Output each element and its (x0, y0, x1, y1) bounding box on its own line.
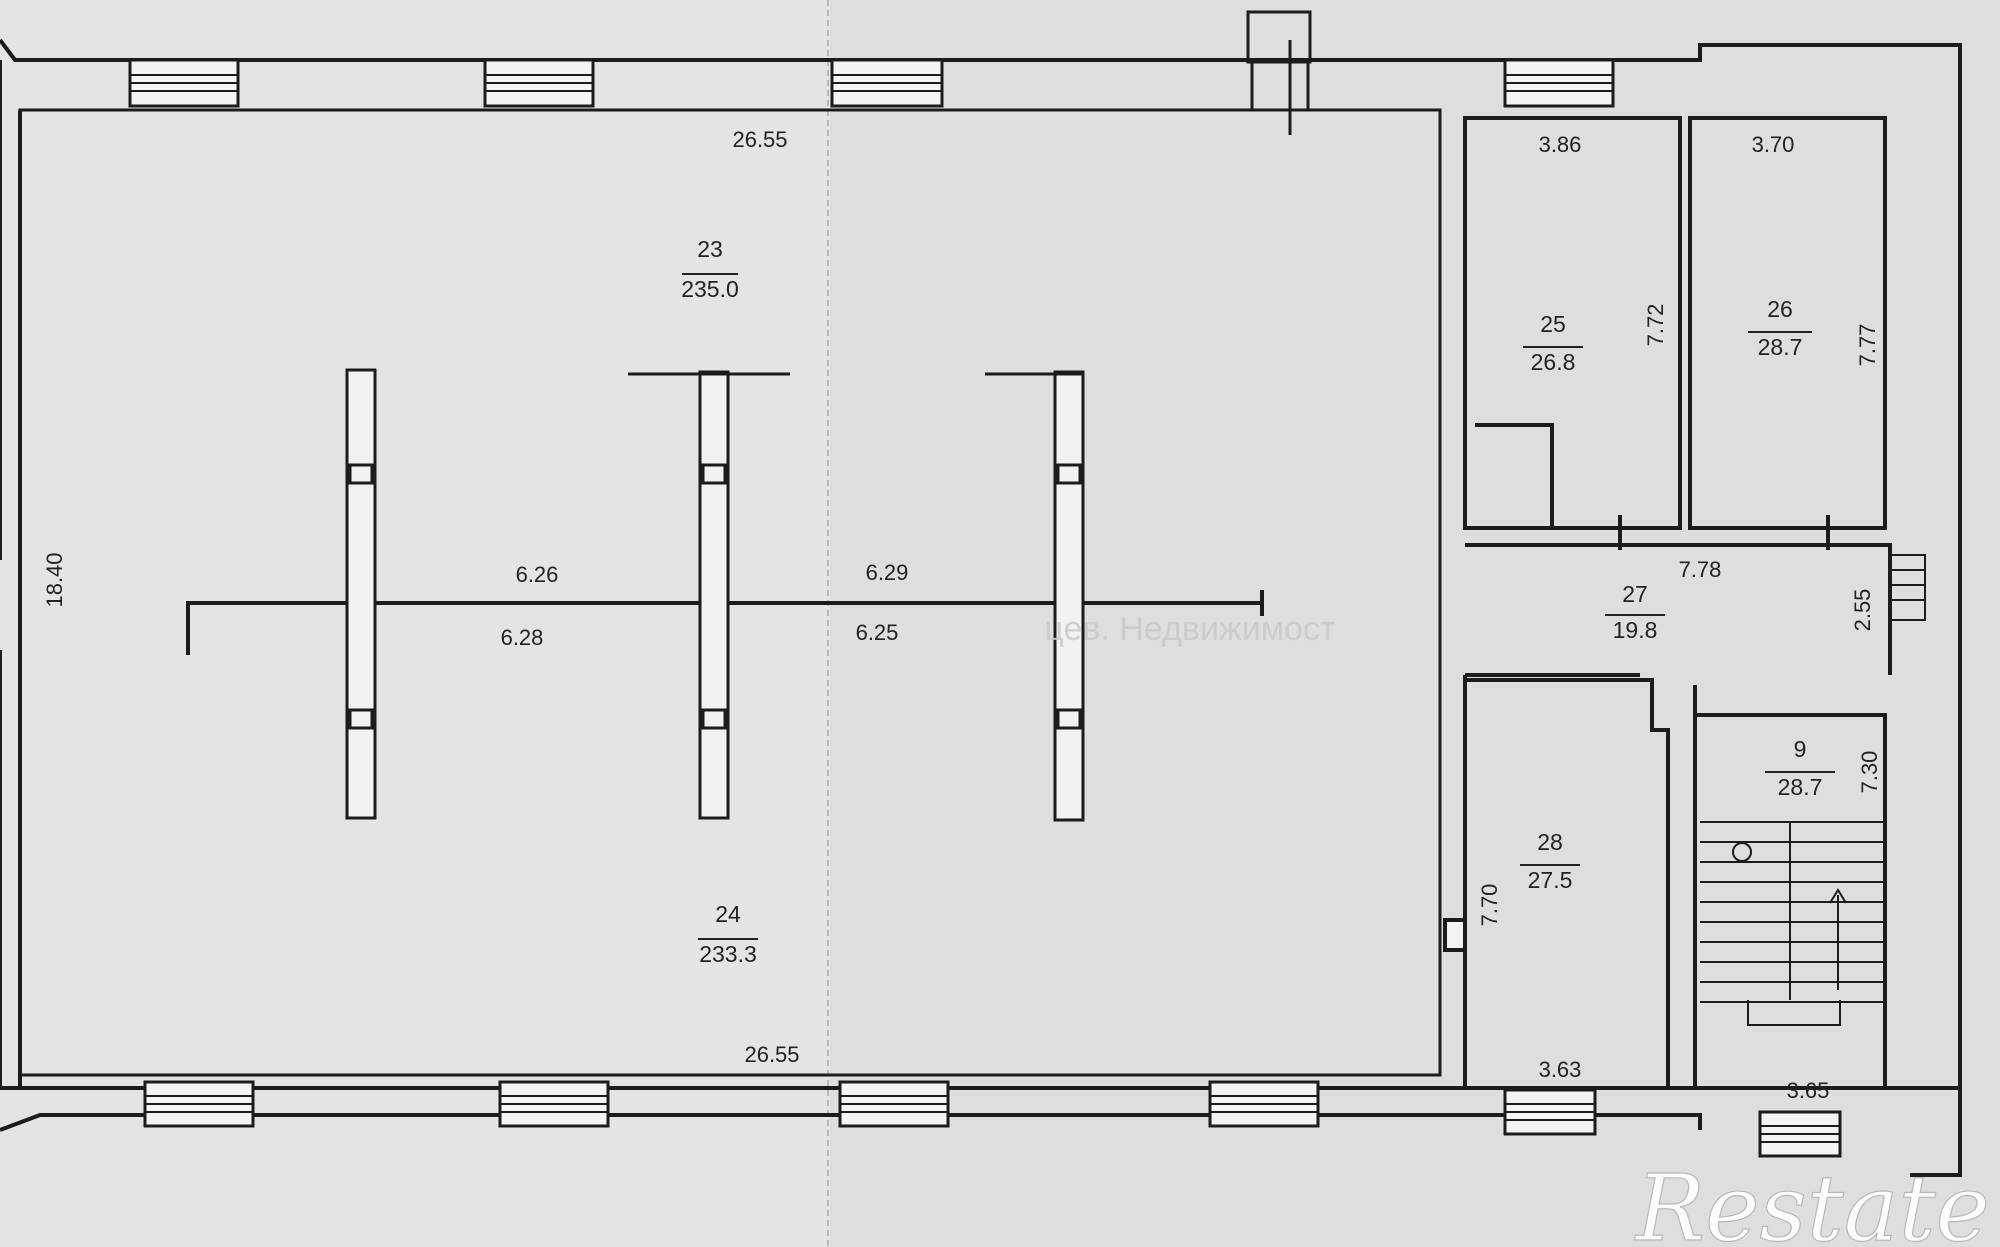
dim-corridor-width: 7.78 (1679, 557, 1722, 582)
dim-room28-width: 3.63 (1539, 1057, 1582, 1082)
main-hall-outline (18, 108, 1442, 1077)
room-26-number: 26 (1767, 296, 1793, 322)
column-posts (345, 368, 1085, 822)
room-27-area: 19.8 (1613, 617, 1658, 643)
room-28-label: 28 27.5 (1520, 829, 1580, 893)
room-28-area: 27.5 (1528, 867, 1573, 893)
bottom-window-lines (145, 1095, 1840, 1143)
hall-partition (186, 590, 1264, 655)
dim-room25-height: 7.72 (1643, 304, 1668, 347)
dim-hall-height: 18.40 (42, 552, 67, 607)
room-26-label: 26 28.7 (1748, 296, 1812, 360)
dim-room28-height: 7.70 (1477, 884, 1502, 927)
room-26-walls (1688, 116, 1887, 530)
room-9-number: 9 (1794, 736, 1807, 762)
faint-watermark-text: цев. Недвижимост (1044, 610, 1335, 648)
stair-treads (1700, 821, 1885, 1026)
room-27-number: 27 (1622, 581, 1648, 607)
stair-block-walls (1693, 685, 1887, 1088)
room-24-area: 233.3 (699, 941, 757, 967)
room-27-label: 27 19.8 (1605, 581, 1665, 643)
dim-stair-height: 7.30 (1857, 751, 1882, 794)
dim-hall-top-width: 26.55 (732, 127, 787, 152)
dim-partition-a-top: 6.26 (516, 562, 559, 587)
corridor-walls (1465, 515, 1892, 677)
dim-stair-width: 3.65 (1787, 1078, 1830, 1103)
room-23-number: 23 (697, 236, 723, 262)
room-23-label: 23 235.0 (681, 236, 739, 302)
top-window-lines (130, 74, 1613, 92)
dim-room25-width: 3.86 (1539, 132, 1582, 157)
room-25-number: 25 (1540, 311, 1566, 337)
room-25-area: 26.8 (1531, 349, 1576, 375)
room-25-label: 25 26.8 (1523, 311, 1583, 375)
dim-corridor-height: 2.55 (1850, 589, 1875, 632)
dim-room26-height: 7.77 (1855, 324, 1880, 367)
dim-partition-a-bottom: 6.28 (501, 625, 544, 650)
restate-watermark-logo: Restate (1634, 1155, 1990, 1247)
dim-partition-b-top: 6.29 (866, 560, 909, 585)
vent-shaft (1246, 10, 1312, 135)
room-24-number: 24 (715, 901, 741, 927)
corridor-side-steps (1889, 554, 1926, 621)
room-28-walls (1443, 675, 1670, 1088)
room-9-area: 28.7 (1778, 774, 1823, 800)
room-24-label: 24 233.3 (698, 901, 758, 967)
dim-hall-bottom-width: 26.55 (744, 1042, 799, 1067)
room-25-walls (1463, 116, 1682, 530)
room-23-area: 235.0 (681, 276, 739, 302)
dim-partition-b-bottom: 6.25 (856, 620, 899, 645)
paper-fold-shade (830, 0, 2000, 1247)
room-28-number: 28 (1537, 829, 1563, 855)
dim-room26-width: 3.70 (1752, 132, 1795, 157)
room-26-area: 28.7 (1758, 334, 1803, 360)
room-9-label: 9 28.7 (1765, 736, 1835, 800)
